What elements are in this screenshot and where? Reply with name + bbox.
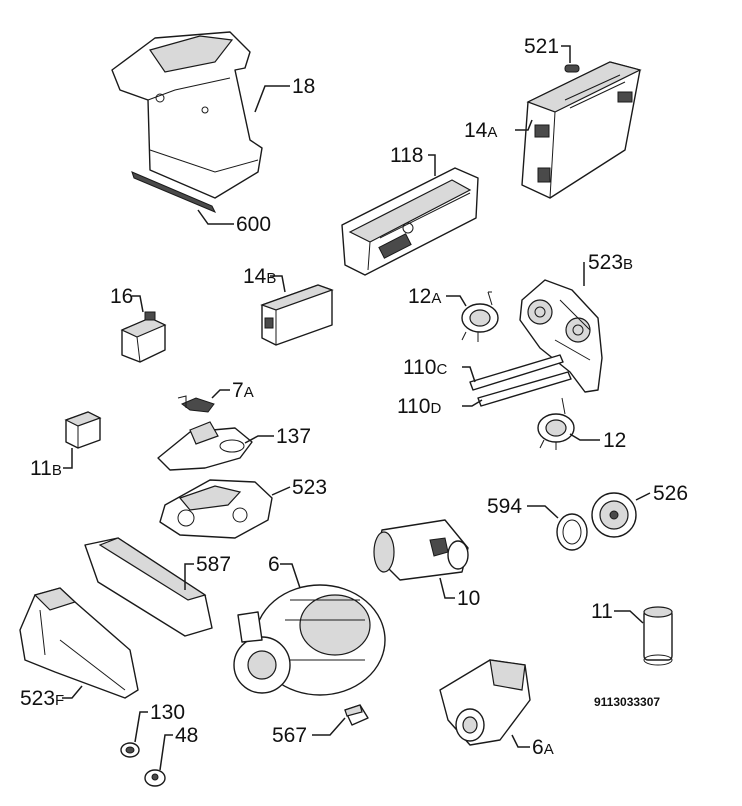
leader-lines	[62, 45, 651, 771]
label-110d: 110D	[397, 395, 441, 418]
label-567: 567	[272, 724, 307, 747]
label-118: 118	[390, 144, 423, 167]
part-11b-relay	[64, 411, 102, 449]
part-48-screw	[144, 769, 166, 787]
part-7a-clip	[177, 395, 215, 413]
part-18-housing	[111, 31, 263, 199]
label-110c: 110C	[403, 356, 447, 379]
part-14a-control-module	[521, 61, 642, 199]
part-11-capacitor	[643, 606, 673, 666]
part-118-dispenser	[341, 167, 479, 276]
label-14b: 14B	[243, 265, 276, 288]
part-526-impeller	[591, 492, 637, 538]
part-16-switch	[120, 311, 167, 363]
label-6a: 6A	[532, 736, 554, 759]
part-521-indicator	[564, 64, 580, 73]
label-11b: 11B	[30, 457, 62, 480]
label-48: 48	[175, 724, 198, 747]
part-587-cover	[84, 537, 213, 637]
label-523: 523	[292, 476, 327, 499]
label-521: 521	[524, 35, 559, 58]
label-12: 12	[603, 429, 626, 452]
label-594: 594	[487, 495, 522, 518]
label-523b: 523B	[588, 251, 633, 274]
label-526: 526	[653, 482, 688, 505]
label-6: 6	[268, 553, 280, 576]
label-523f: 523F	[20, 687, 64, 710]
label-12a: 12A	[408, 285, 441, 308]
part-130-washer	[120, 742, 140, 758]
label-18: 18	[292, 75, 315, 98]
part-6a-drain-pump	[439, 659, 531, 746]
label-130: 130	[150, 701, 185, 724]
part-137-cover	[157, 421, 253, 471]
label-137: 137	[276, 425, 311, 448]
part-labels: 18 600 521 14A 118 523B 14B 16 12A 110C …	[20, 35, 688, 759]
label-14a: 14A	[464, 119, 497, 142]
part-600-seal-strip	[131, 171, 217, 213]
part-567-block	[344, 704, 369, 726]
label-16: 16	[110, 285, 133, 308]
part-6-pump-motor	[233, 584, 386, 696]
part-10-pump	[373, 519, 469, 581]
label-7a: 7A	[232, 379, 254, 402]
part-12a-pressure-switch	[461, 291, 499, 342]
part-110c-tube	[469, 354, 564, 391]
part-14b-connector	[260, 284, 334, 346]
part-523f-bracket	[19, 587, 139, 699]
drawing-code: 9113033307	[594, 695, 660, 709]
part-523b-heater-bracket	[519, 279, 603, 393]
label-600: 600	[236, 213, 271, 236]
part-594-seal-ring	[556, 513, 588, 551]
part-110d-tube	[477, 371, 572, 407]
label-10: 10	[457, 587, 480, 610]
part-12-pressure-switch	[537, 397, 575, 450]
label-11: 11	[591, 600, 613, 623]
part-523-heater	[159, 479, 273, 539]
label-587: 587	[196, 553, 231, 576]
